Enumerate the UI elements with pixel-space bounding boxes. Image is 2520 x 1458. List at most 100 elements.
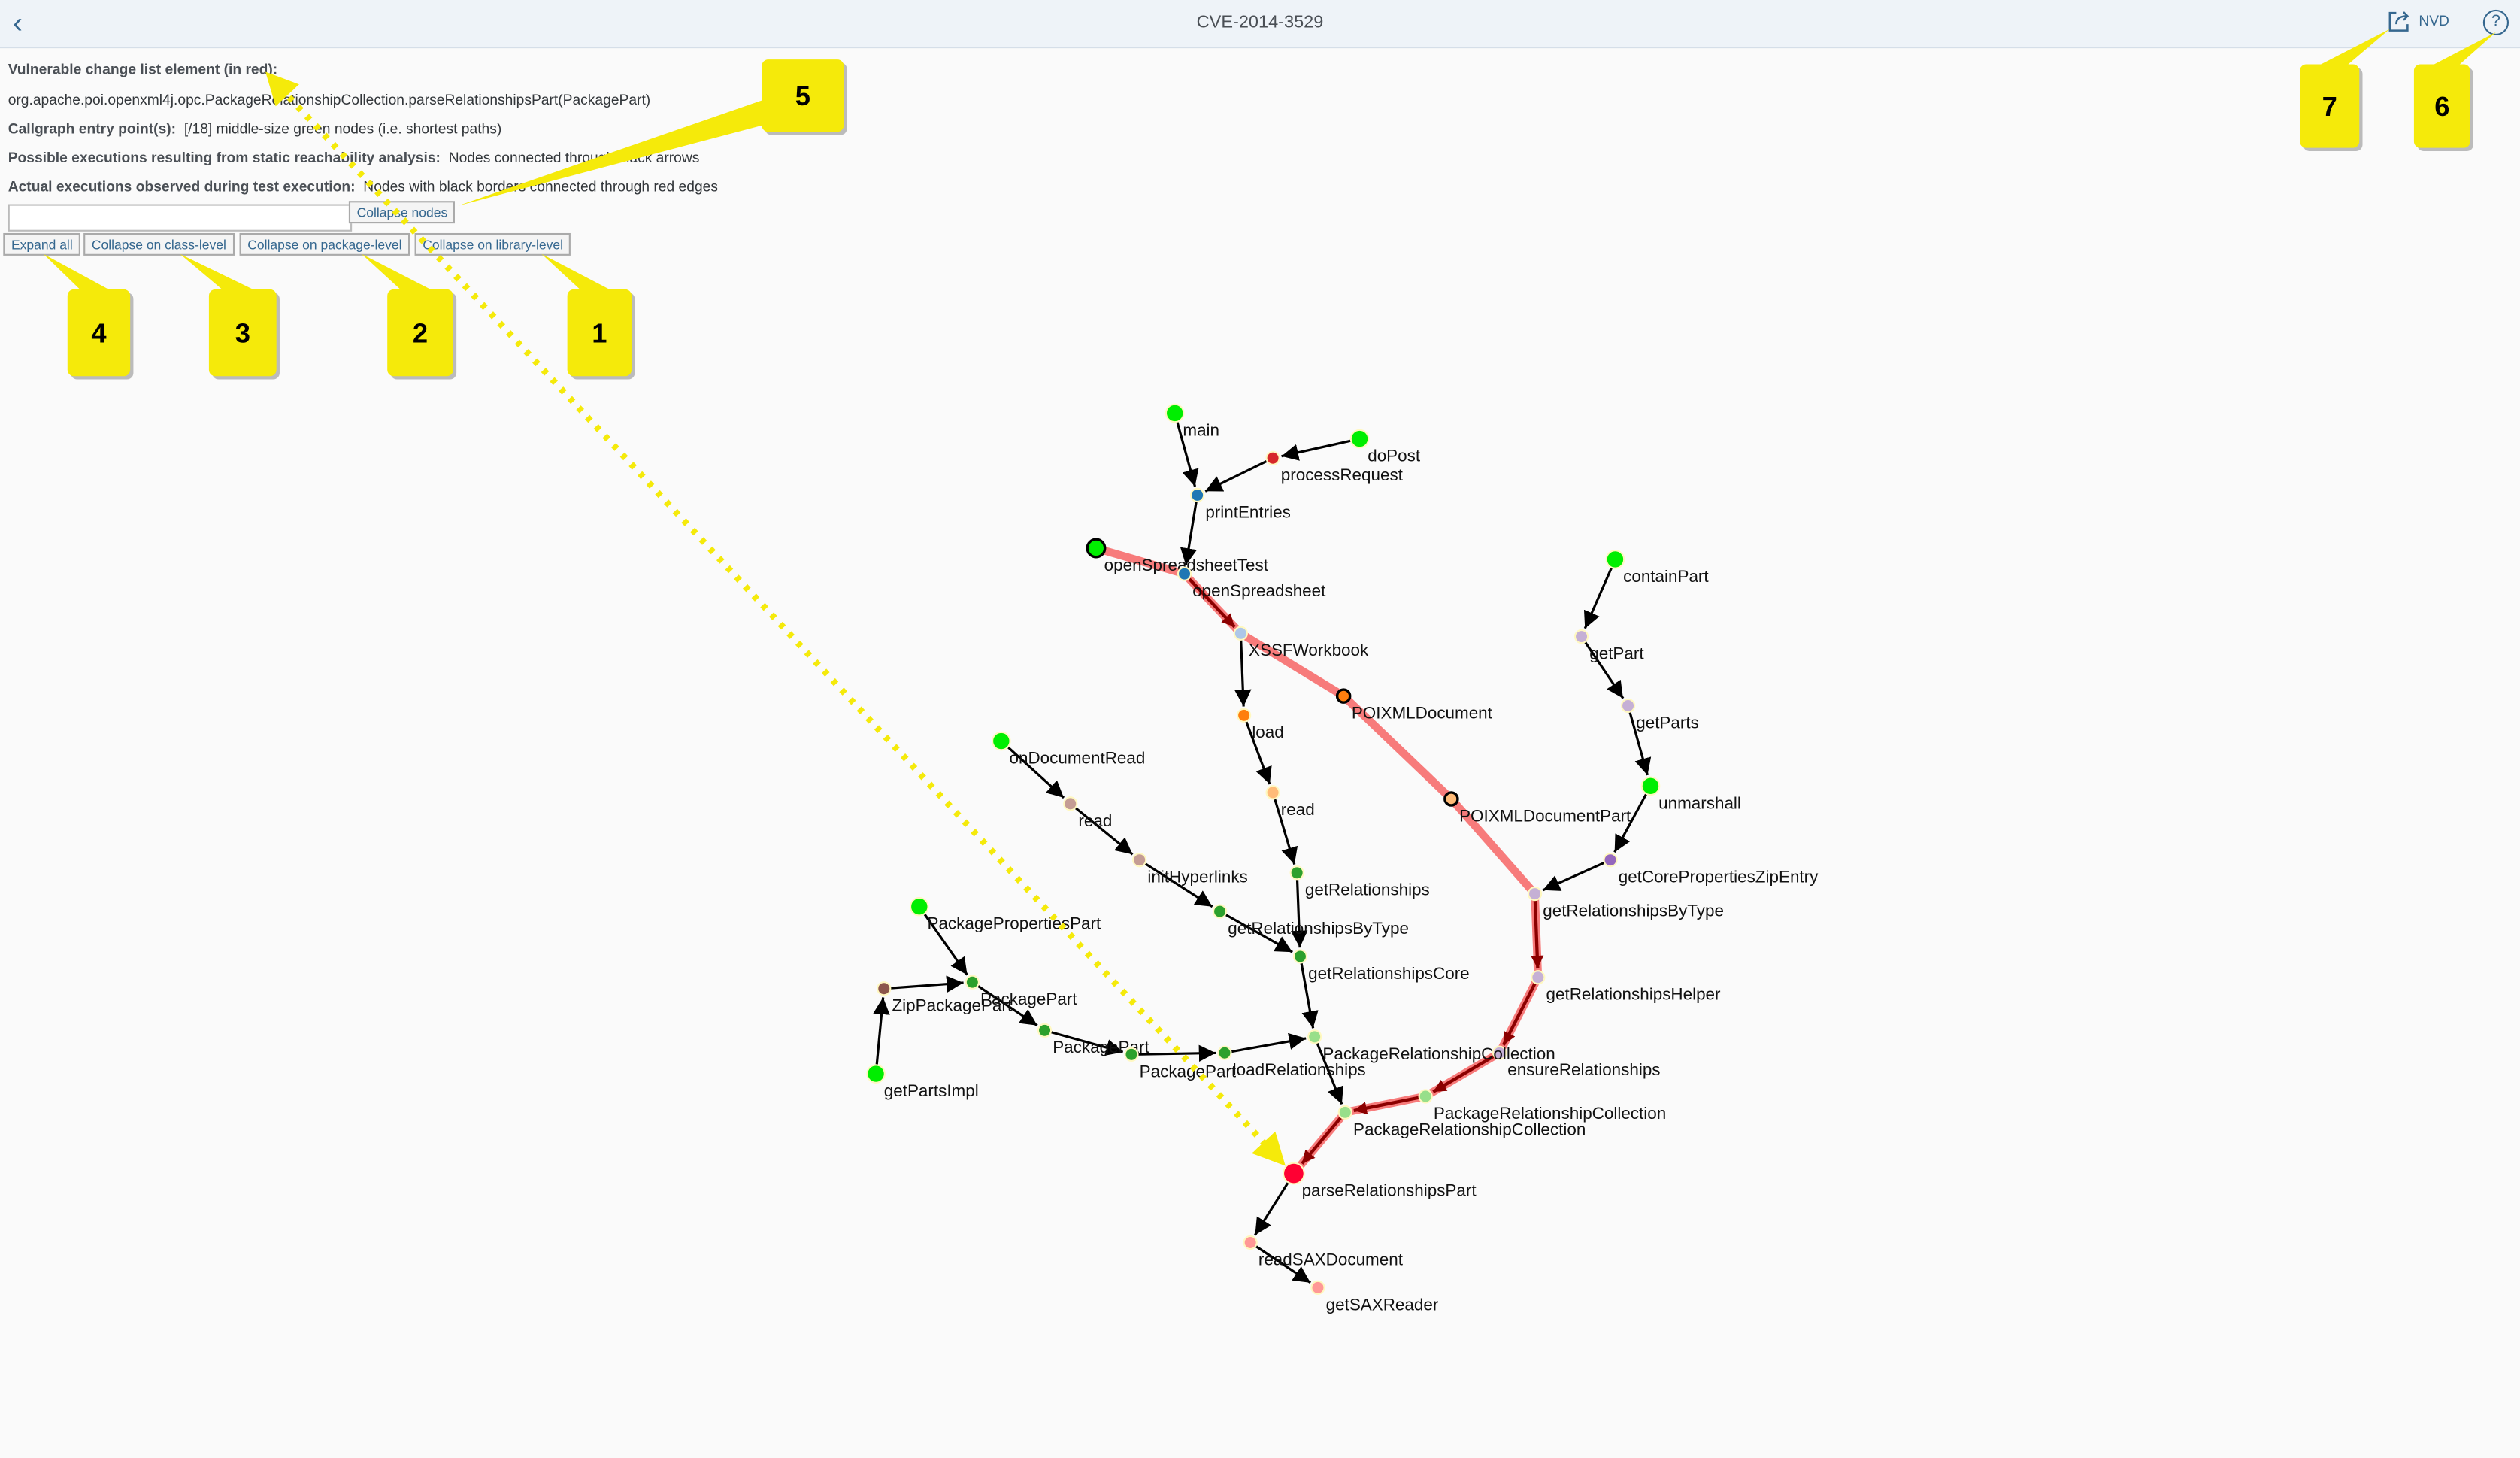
static-edge — [1298, 956, 1319, 1029]
graph-node-POIXMLDocument[interactable]: POIXMLDocument — [1335, 688, 1493, 723]
callout-number: 3 — [235, 317, 250, 348]
node-circle[interactable] — [1337, 1105, 1352, 1120]
callout-pointer — [361, 253, 437, 293]
graph-node-getRelationships[interactable]: getRelationships — [1289, 865, 1430, 899]
callout-pointer — [458, 99, 765, 206]
node-label: getRelationships — [1305, 881, 1430, 899]
graph-node-getPart[interactable]: getPart — [1573, 629, 1644, 662]
collapse-class-level-button[interactable]: Collapse on class-level — [83, 232, 235, 256]
node-circle[interactable] — [1418, 1089, 1433, 1104]
node-circle[interactable] — [1349, 429, 1370, 449]
executed-edge-arrow — [1301, 1111, 1346, 1165]
node-circle[interactable] — [877, 981, 892, 996]
node-circle[interactable] — [1217, 1045, 1232, 1060]
graph-node-load[interactable]: load — [1237, 708, 1284, 741]
graph-node-containPart[interactable]: containPart — [1605, 550, 1710, 586]
graph-node-initHyperlinks[interactable]: initHyperlinks — [1132, 853, 1248, 887]
node-circle[interactable] — [1307, 1029, 1322, 1044]
static-edge — [1254, 1172, 1295, 1236]
node-circle[interactable] — [1086, 538, 1107, 559]
node-circle[interactable] — [1265, 450, 1280, 465]
node-circle[interactable] — [1265, 785, 1280, 800]
graph-node-main[interactable]: main — [1165, 403, 1219, 440]
node-circle[interactable] — [1605, 550, 1625, 569]
node-circle[interactable] — [1573, 629, 1589, 644]
node-circle[interactable] — [1165, 403, 1185, 423]
node-circle[interactable] — [1190, 487, 1205, 503]
node-circle[interactable] — [965, 975, 980, 990]
callout-pointer — [2428, 32, 2496, 68]
graph-node-readSAXDocument[interactable]: readSAXDocument — [1243, 1235, 1404, 1269]
node-circle[interactable] — [866, 1064, 886, 1084]
graph-node-getRelationshipsByTypeR[interactable]: getRelationshipsByType — [1527, 886, 1724, 920]
node-label: getSAXReader — [1326, 1295, 1439, 1314]
static-edge — [883, 975, 964, 993]
node-circle[interactable] — [1310, 1280, 1325, 1295]
graph-node-getSAXReader[interactable]: getSAXReader — [1310, 1280, 1439, 1314]
node-label: getRelationshipsCore — [1308, 964, 1470, 983]
node-circle[interactable] — [1233, 626, 1248, 641]
graph-node-PackagePropertiesPart[interactable]: PackagePropertiesPart — [909, 896, 1101, 933]
graph-node-getCorePropertiesZipEntry[interactable]: getCorePropertiesZipEntry — [1603, 853, 1819, 887]
node-circle[interactable] — [909, 896, 929, 917]
node-label: readSAXDocument — [1258, 1250, 1404, 1269]
callout-box — [762, 59, 844, 132]
static-edge — [1313, 1036, 1343, 1105]
graph-node-printEntries[interactable]: printEntries — [1190, 487, 1291, 521]
graph-node-PRC2[interactable]: PackageRelationshipCollection — [1418, 1089, 1667, 1123]
node-circle[interactable] — [1335, 688, 1352, 704]
graph-node-getRelationshipsHelper[interactable]: getRelationshipsHelper — [1531, 970, 1721, 1004]
executed-edge-arrow — [1501, 976, 1540, 1046]
node-label: PackageRelationshipCollection — [1353, 1120, 1586, 1138]
callout-pointer — [541, 253, 616, 293]
node-circle[interactable] — [1292, 949, 1308, 964]
node-circle[interactable] — [1243, 1235, 1258, 1250]
node-circle[interactable] — [1492, 1045, 1507, 1060]
node-circle[interactable] — [1212, 904, 1228, 919]
dotted-pointer-arrow — [265, 71, 1286, 1166]
node-circle[interactable] — [991, 731, 1011, 751]
graph-node-getPartsImpl[interactable]: getPartsImpl — [866, 1064, 979, 1100]
node-circle[interactable] — [1282, 1162, 1305, 1185]
expand-all-button[interactable]: Expand all — [3, 232, 81, 256]
node-label: containPart — [1623, 567, 1709, 586]
node-circle[interactable] — [1527, 886, 1543, 902]
node-label: read — [1078, 811, 1112, 830]
graph-node-POIXMLDocumentPart[interactable]: POIXMLDocumentPart — [1443, 791, 1631, 825]
back-button[interactable]: ‹ — [13, 6, 23, 39]
node-circle[interactable] — [1289, 865, 1304, 881]
node-circle[interactable] — [1063, 796, 1078, 811]
graph-node-XSSFWorkbook[interactable]: XSSFWorkbook — [1233, 626, 1369, 659]
node-circle[interactable] — [1177, 566, 1192, 581]
node-circle[interactable] — [1124, 1047, 1139, 1062]
node-circle[interactable] — [1620, 698, 1636, 714]
static-edge — [1180, 495, 1199, 565]
graph-node-parseRelationshipsPart[interactable]: parseRelationshipsPart — [1282, 1162, 1477, 1200]
node-circle[interactable] — [1237, 708, 1252, 723]
graph-node-getRelationshipsByTypeL[interactable]: getRelationshipsByType — [1212, 904, 1409, 938]
node-circle[interactable] — [1443, 791, 1459, 807]
node-circle[interactable] — [1640, 776, 1661, 796]
graph-node-unmarshall[interactable]: unmarshall — [1640, 776, 1741, 813]
nvd-link[interactable]: NVD — [2388, 10, 2449, 32]
static-edge — [1583, 559, 1616, 629]
graph-node-read1[interactable]: read — [1265, 785, 1315, 819]
graph-node-getParts[interactable]: getParts — [1620, 698, 1699, 732]
graph-node-openSpreadsheetTest[interactable]: openSpreadsheetTest — [1086, 538, 1269, 574]
graph-node-PRC0[interactable]: PackageRelationshipCollection — [1307, 1029, 1555, 1063]
node-circle[interactable] — [1037, 1023, 1053, 1038]
graph-node-onDocumentRead[interactable]: onDocumentRead — [991, 731, 1145, 768]
node-circle[interactable] — [1531, 970, 1546, 985]
graph-node-read2[interactable]: read — [1063, 796, 1112, 830]
node-label: getRelationshipsByType — [1228, 919, 1409, 938]
node-circle[interactable] — [1603, 853, 1618, 868]
help-icon[interactable]: ? — [2482, 9, 2509, 36]
callout-3: 3 — [180, 253, 280, 380]
graph-node-ensureRelationships[interactable]: ensureRelationships — [1492, 1045, 1661, 1079]
node-circle[interactable] — [1132, 853, 1147, 868]
graph-node-getRelationshipsCore[interactable]: getRelationshipsCore — [1292, 949, 1470, 983]
graph-node-PRC1[interactable]: PackageRelationshipCollection — [1337, 1105, 1586, 1138]
node-label: parseRelationshipsPart — [1302, 1181, 1477, 1199]
graph-node-doPost[interactable]: doPost — [1349, 429, 1421, 465]
